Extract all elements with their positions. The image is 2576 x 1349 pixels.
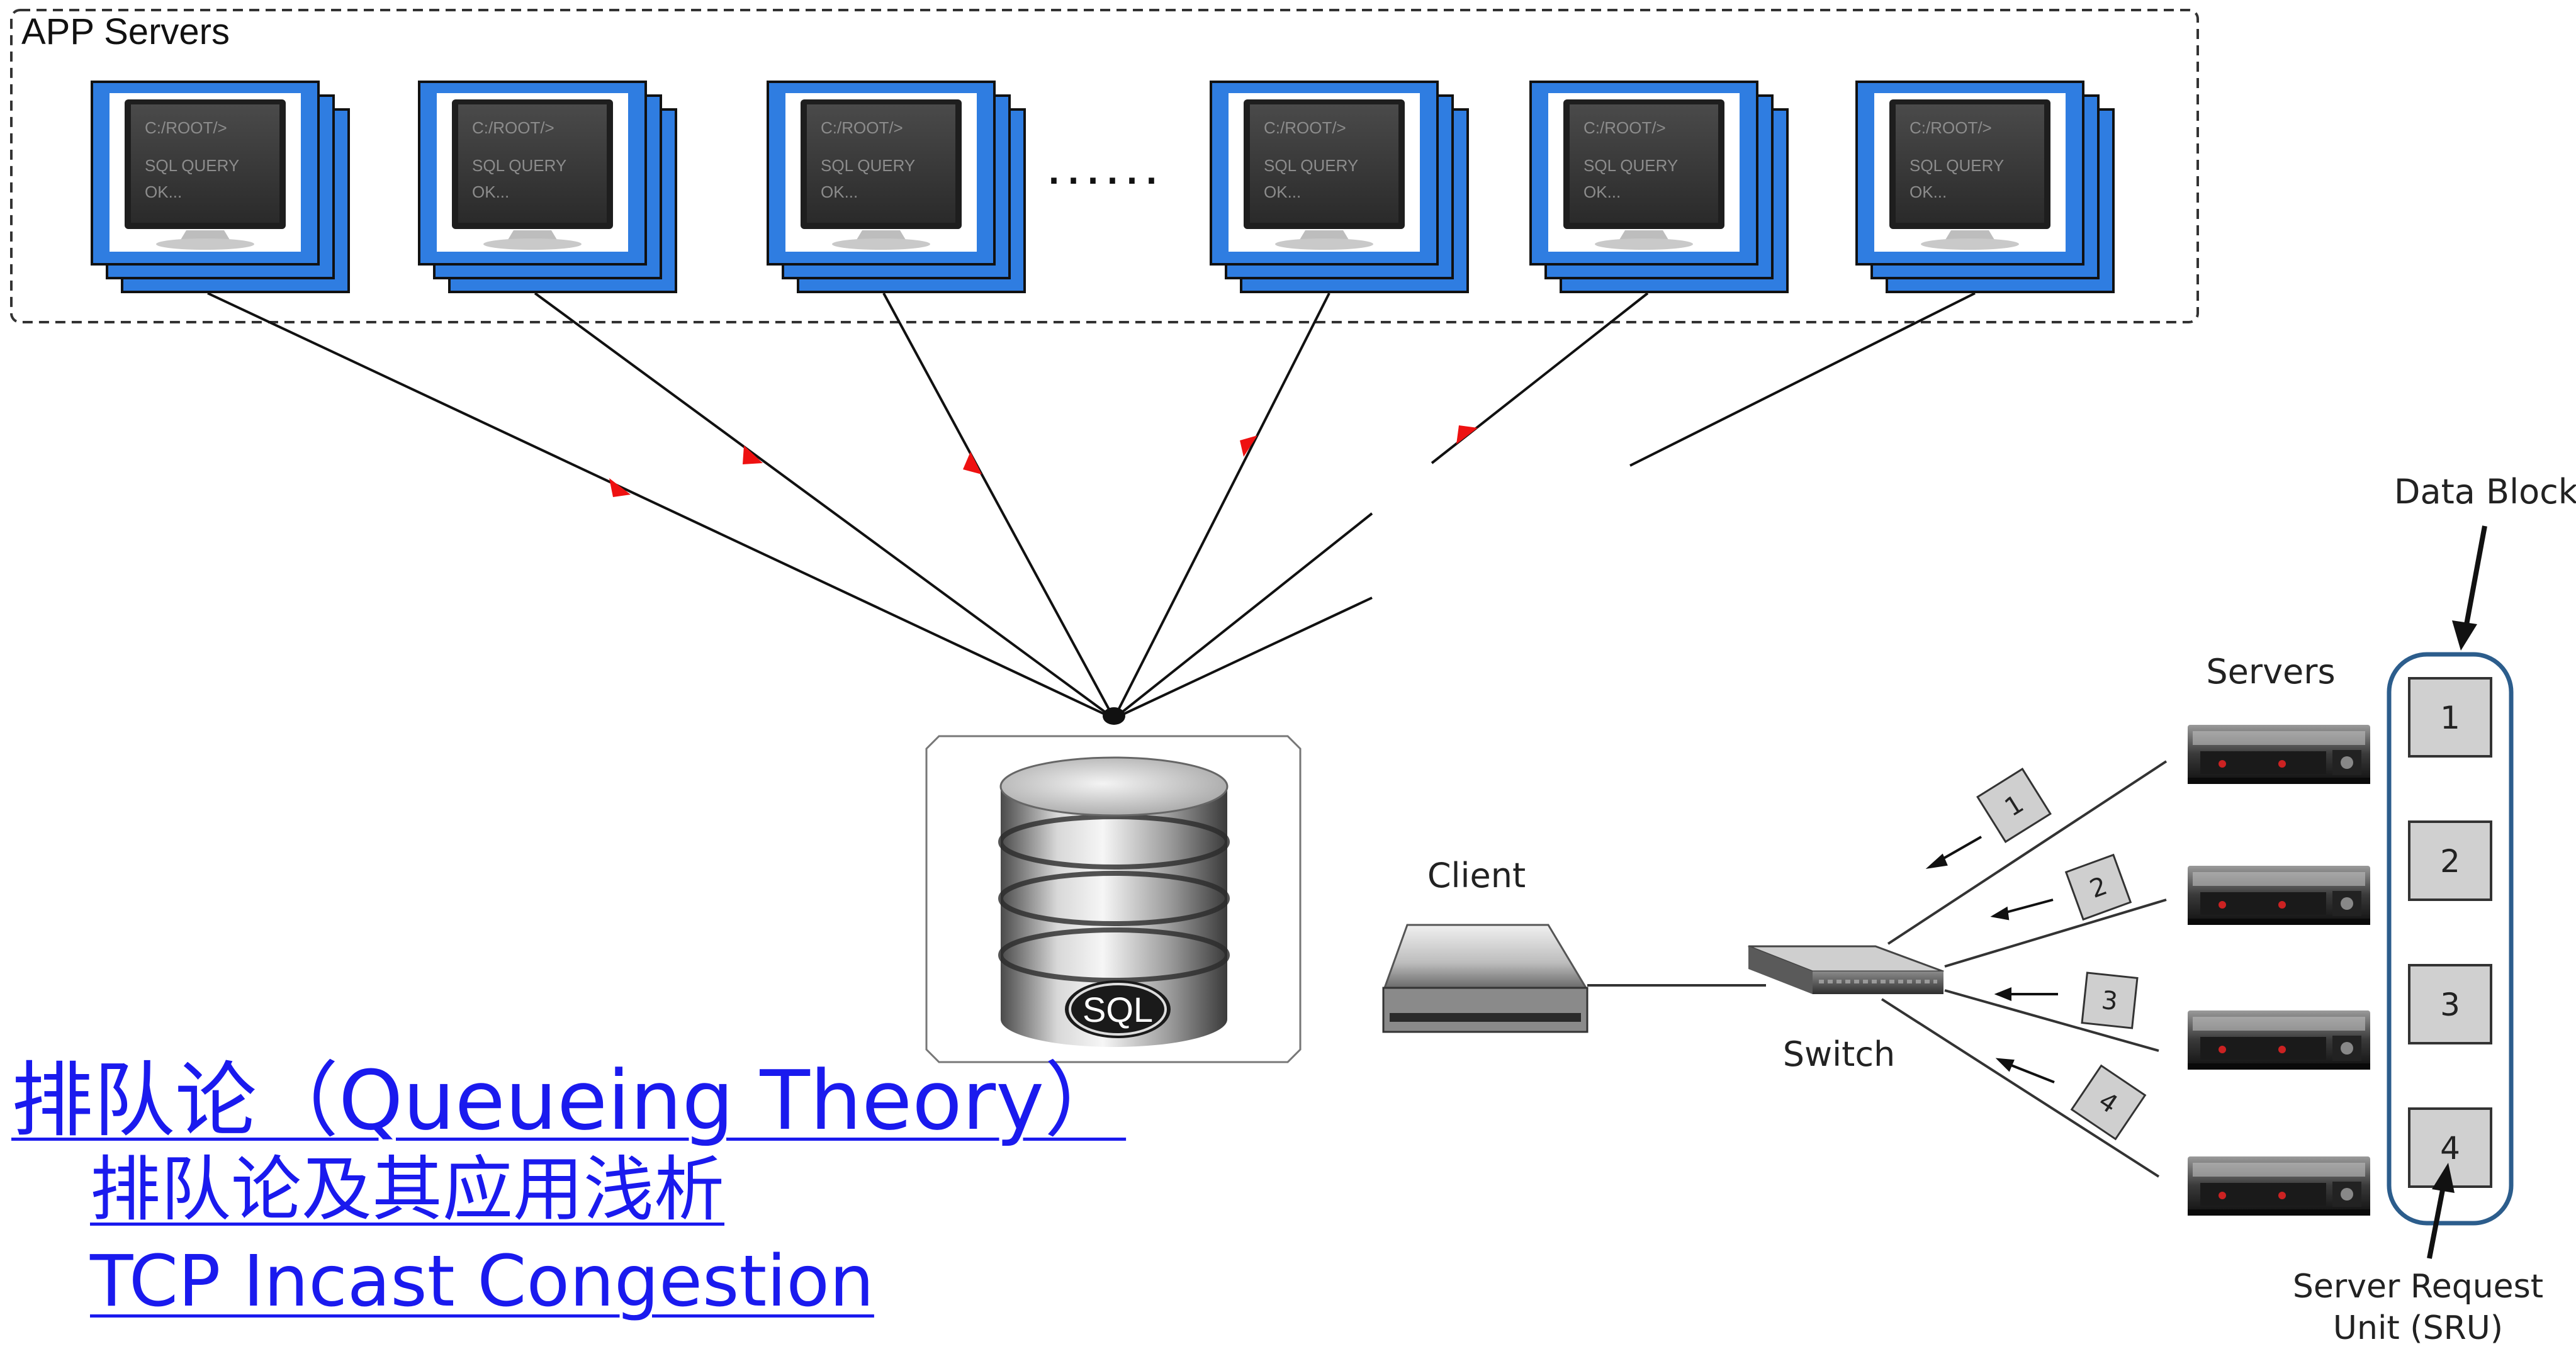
client-label: Client <box>1427 856 1526 895</box>
servers-label: Servers <box>2206 652 2335 691</box>
packet-3: 3 <box>2081 971 2139 1029</box>
terminal-line-2: SQL QUERY <box>472 156 566 175</box>
sru-pointer <box>2427 1163 2455 1259</box>
app-server-4: C:/ROOT/> SQL QUERY OK... <box>1210 81 1469 293</box>
packet-1: 1 <box>1976 768 2052 843</box>
sru-label-line-2: Unit (SRU) <box>2333 1309 2503 1347</box>
terminal-line-3: OK... <box>1264 182 1301 201</box>
rack-server-2 <box>2188 866 2370 925</box>
terminal-line-1: C:/ROOT/> <box>821 118 903 137</box>
packet-2: 2 <box>2064 853 2132 921</box>
sru-block-1-label: 1 <box>2440 700 2460 736</box>
terminal-line-1: C:/ROOT/> <box>472 118 554 137</box>
app-server-6: C:/ROOT/> SQL QUERY OK... <box>1855 81 2115 293</box>
terminal-line-1: C:/ROOT/> <box>145 118 227 137</box>
connection-line-5b <box>1113 512 1373 720</box>
terminal-line-2: SQL QUERY <box>1583 156 1678 175</box>
sql-badge: SQL <box>1083 990 1153 1029</box>
app-servers-group-frame <box>10 9 2199 323</box>
app-servers-group-label: APP Servers <box>21 11 230 52</box>
ellipsis-more-servers: ...... <box>1046 133 1163 196</box>
terminal-line-2: SQL QUERY <box>145 156 239 175</box>
terminal-line-3: OK... <box>1910 182 1947 201</box>
data-block-label: Data Block <box>2394 472 2576 512</box>
packet-3-label: 3 <box>2100 986 2119 1016</box>
terminal-line-2: SQL QUERY <box>821 156 915 175</box>
terminal-line-3: OK... <box>1583 182 1621 201</box>
reference-links: 排队论（Queueing Theory） 排队论及其应用浅析 TCP Incas… <box>11 1057 1126 1328</box>
arrowhead-2 <box>743 445 763 464</box>
sru-block-2-label: 2 <box>2440 843 2460 880</box>
sru-block-4: 4 <box>2408 1107 2492 1188</box>
convergence-point <box>1103 707 1125 725</box>
connection-line-6b <box>1113 596 1373 720</box>
terminal-line-1: C:/ROOT/> <box>1583 118 1666 137</box>
arrowhead-4 <box>1240 435 1257 457</box>
terminal-line-3: OK... <box>145 182 182 201</box>
data-block-pointer <box>2452 525 2487 651</box>
app-server-3: C:/ROOT/> SQL QUERY OK... <box>767 81 1026 293</box>
client-machine <box>1382 924 1589 1033</box>
link-queueing-theory-application[interactable]: 排队论及其应用浅析 <box>90 1149 724 1231</box>
data-block-container <box>2387 652 2514 1226</box>
switch-server-links <box>1881 760 2168 1178</box>
app-server-2: C:/ROOT/> SQL QUERY OK... <box>418 81 677 293</box>
connection-line-3 <box>882 293 1115 719</box>
terminal-line-1: C:/ROOT/> <box>1910 118 1992 137</box>
terminal-line-1: C:/ROOT/> <box>1264 118 1346 137</box>
sru-block-4-label: 4 <box>2440 1130 2460 1167</box>
link-tcp-incast-congestion[interactable]: TCP Incast Congestion <box>90 1241 874 1323</box>
sql-database: SQL <box>925 735 1302 1063</box>
query-connections <box>207 292 1976 720</box>
packet-direction-arrows <box>1925 836 2058 1083</box>
connection-line-2 <box>534 292 1115 720</box>
terminal-line-2: SQL QUERY <box>1910 156 2004 175</box>
rack-server-1 <box>2188 725 2370 784</box>
network-switch <box>1748 945 1944 994</box>
sru-block-2: 2 <box>2408 820 2492 901</box>
sru-label-line-1: Server Request <box>2293 1268 2543 1306</box>
sru-block-3-label: 3 <box>2440 987 2460 1023</box>
terminal-line-3: OK... <box>472 182 509 201</box>
sru-block-1: 1 <box>2408 677 2492 758</box>
sru-block-3: 3 <box>2408 964 2492 1044</box>
app-server-1: C:/ROOT/> SQL QUERY OK... <box>91 81 350 293</box>
arrowhead-1 <box>609 478 631 497</box>
arrowhead-5 <box>1456 425 1478 444</box>
connection-line-1 <box>207 292 1115 720</box>
connection-line-4 <box>1113 293 1330 719</box>
link-queueing-theory[interactable]: 排队论（Queueing Theory） <box>11 1053 1127 1148</box>
packet-4: 4 <box>2070 1064 2147 1141</box>
rack-server-3 <box>2188 1010 2370 1070</box>
flow-arrows <box>609 425 1478 497</box>
app-server-5: C:/ROOT/> SQL QUERY OK... <box>1529 81 1789 293</box>
arrowhead-3 <box>963 452 982 474</box>
rack-server-4 <box>2188 1156 2370 1216</box>
terminal-line-2: SQL QUERY <box>1264 156 1358 175</box>
terminal-line-3: OK... <box>821 182 858 201</box>
switch-label: Switch <box>1783 1034 1896 1074</box>
connection-line-6 <box>1629 292 1976 467</box>
